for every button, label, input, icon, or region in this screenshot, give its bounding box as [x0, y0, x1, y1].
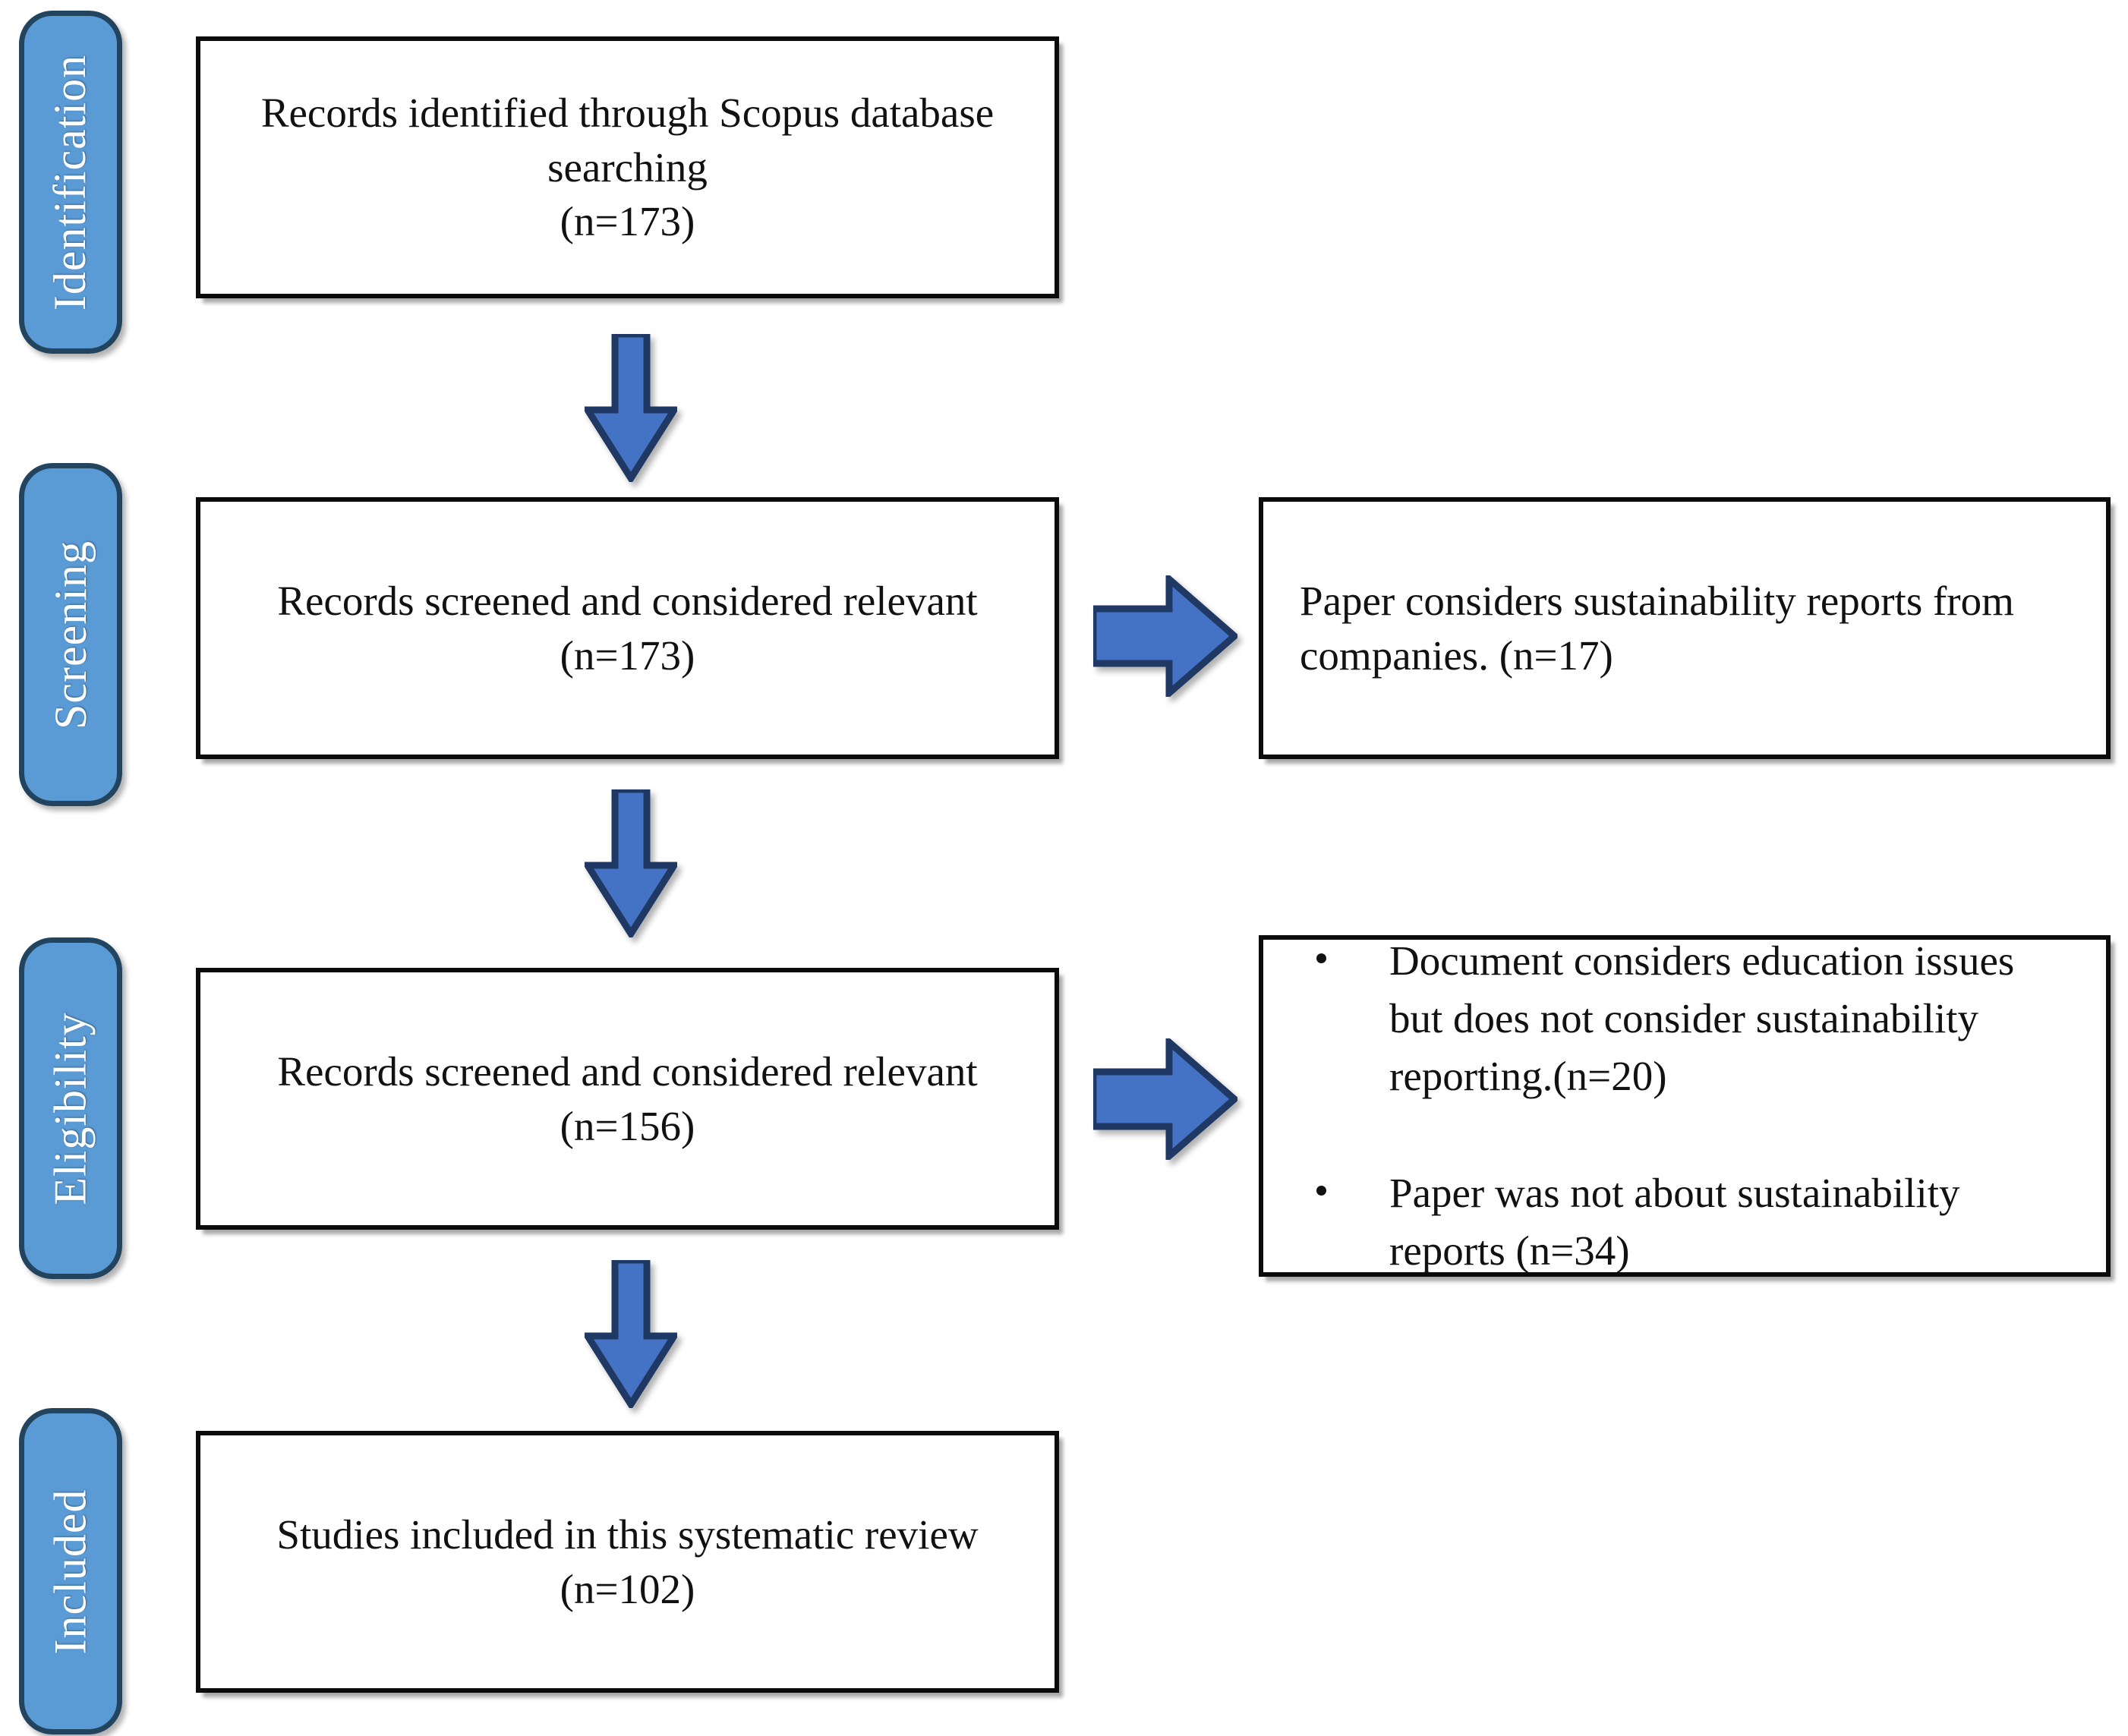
- box-records-eligible-line2: (n=156): [560, 1102, 695, 1149]
- exclusion-bullet-1-text: Document considers education issues but …: [1389, 937, 2015, 1100]
- stage-tab-included: Included: [19, 1408, 122, 1734]
- exclusion-bullet-2-text: Paper was not about sustainability repor…: [1389, 1169, 1960, 1274]
- box-eligibility-excluded: Document considers education issues but …: [1259, 935, 2111, 1277]
- box-screening-excluded-line1: Paper considers sustainability reports f…: [1300, 578, 2014, 624]
- box-studies-included-line2: (n=102): [560, 1565, 695, 1612]
- box-records-eligible: Records screened and considered relevant…: [196, 968, 1059, 1230]
- arrow-right-eligible-to-excluded: [1093, 1038, 1237, 1160]
- box-records-eligible-line1: Records screened and considered relevant: [277, 1048, 978, 1095]
- box-records-eligible-text: Records screened and considered relevant…: [242, 1044, 1012, 1153]
- box-records-identified-line1: Records identified through Scopus databa…: [260, 90, 995, 137]
- arrow-down-identified-to-screened: [585, 334, 677, 482]
- box-records-screened: Records screened and considered relevant…: [196, 497, 1059, 759]
- box-records-screened-text: Records screened and considered relevant…: [242, 574, 1012, 682]
- exclusion-bullet-list: Document considers education issues but …: [1300, 932, 2070, 1279]
- stage-tab-screening: Screening: [19, 463, 122, 806]
- box-studies-included-line1: Studies included in this systematic revi…: [276, 1511, 979, 1558]
- list-item: Document considers education issues but …: [1300, 932, 2070, 1105]
- box-records-identified-text: Records identified through Scopus databa…: [226, 86, 1029, 249]
- bullet-dot-icon: [1316, 953, 1326, 964]
- box-records-identified-line2: searching: [547, 143, 708, 191]
- bullet-dot-icon: [1316, 1185, 1326, 1196]
- arrow-right-screened-to-excluded: [1093, 575, 1237, 697]
- box-screening-excluded: Paper considers sustainability reports f…: [1259, 497, 2111, 759]
- stage-label-screening: Screening: [45, 540, 96, 729]
- arrow-down-eligible-to-included: [585, 1260, 677, 1408]
- stage-tab-identification: Identification: [19, 11, 122, 354]
- list-item: Paper was not about sustainability repor…: [1300, 1164, 2070, 1280]
- box-screening-excluded-text: Paper considers sustainability reports f…: [1263, 574, 2106, 682]
- box-records-identified: Records identified through Scopus databa…: [196, 36, 1059, 298]
- box-records-identified-line3: (n=173): [560, 198, 695, 245]
- stage-tab-eligibility: Eligibility: [19, 937, 122, 1279]
- box-records-screened-line1: Records screened and considered relevant: [277, 578, 978, 624]
- stage-label-eligibility: Eligibility: [45, 1011, 96, 1205]
- box-studies-included: Studies included in this systematic revi…: [196, 1431, 1059, 1693]
- arrow-down-screened-to-eligible: [585, 789, 677, 937]
- box-records-screened-line2: (n=173): [560, 632, 695, 679]
- stage-label-included: Included: [45, 1489, 96, 1654]
- box-eligibility-excluded-text: Document considers education issues but …: [1263, 932, 2106, 1279]
- box-studies-included-text: Studies included in this systematic revi…: [241, 1508, 1013, 1616]
- box-screening-excluded-line2: companies. (n=17): [1300, 632, 1613, 679]
- stage-label-identification: Identification: [45, 54, 96, 310]
